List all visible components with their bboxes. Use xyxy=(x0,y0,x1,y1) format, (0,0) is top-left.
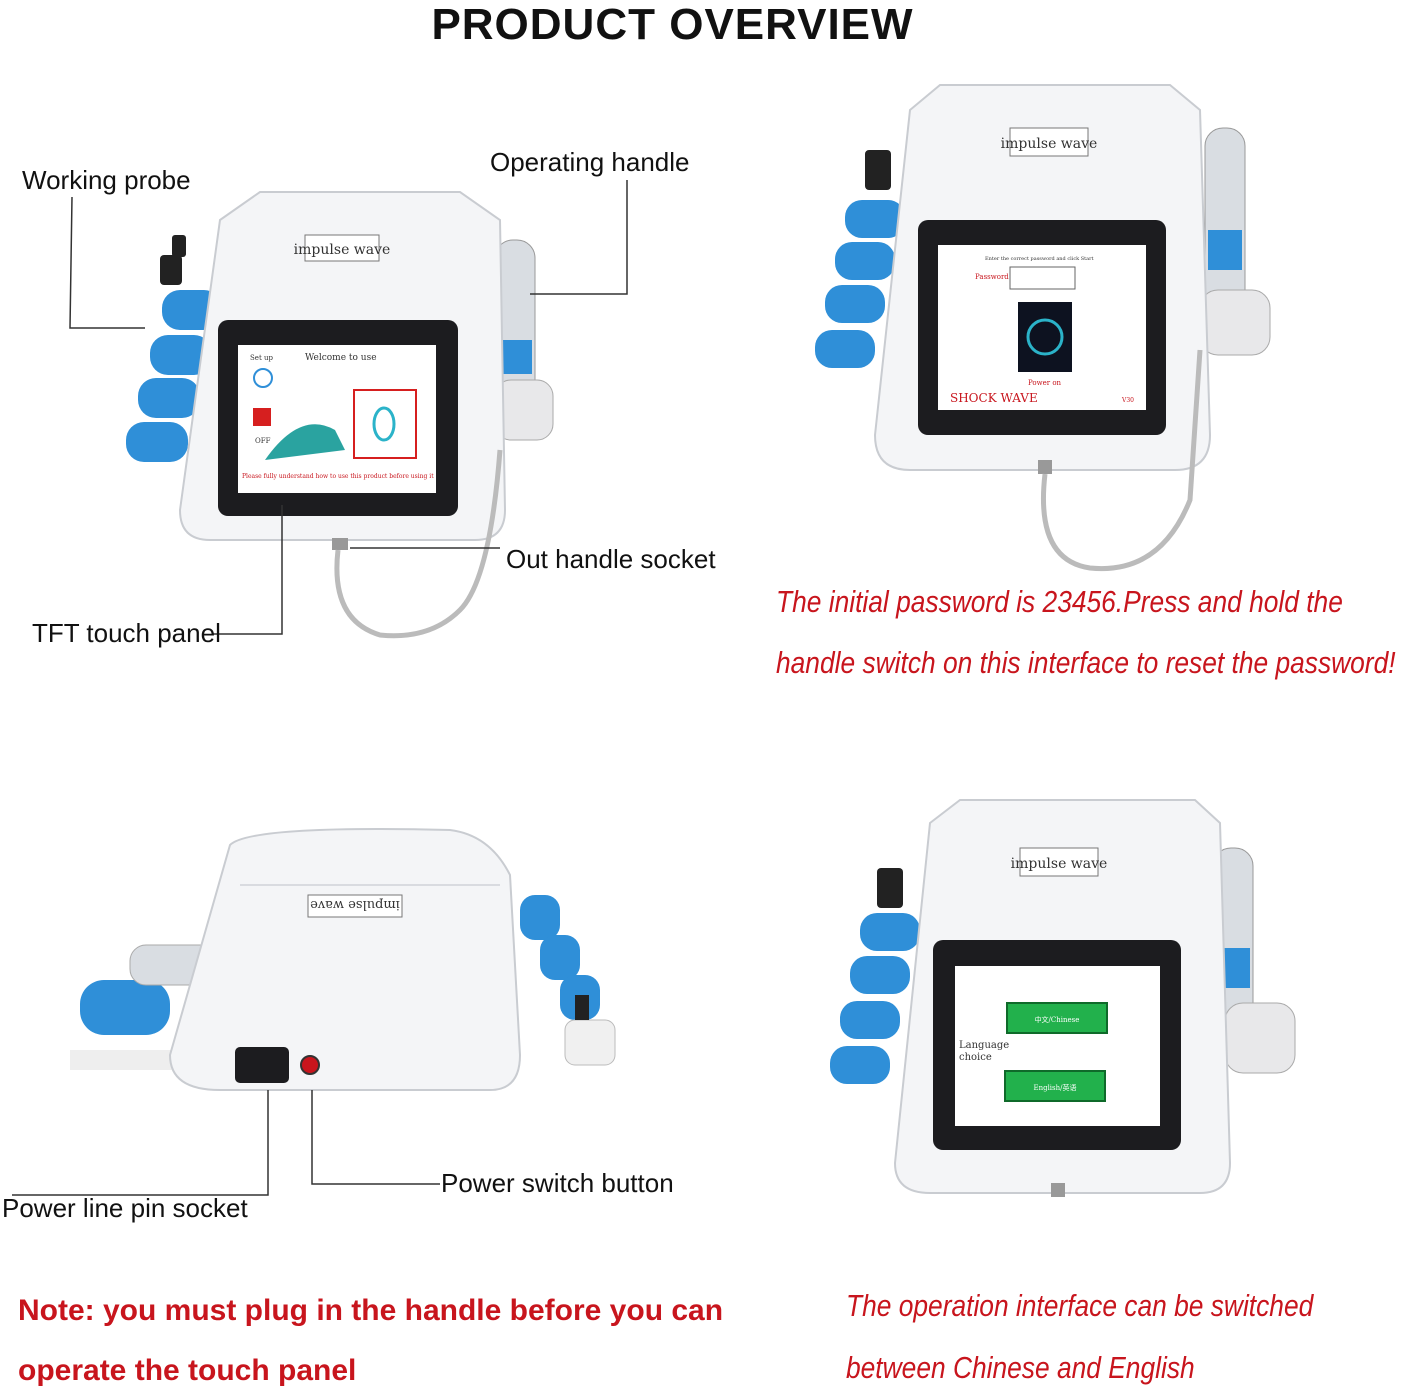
brand-label: impulse wave xyxy=(294,242,391,258)
screen-version: V30 xyxy=(1121,397,1134,404)
screen-off: OFF xyxy=(255,437,271,445)
brand-label: impulse wave xyxy=(1001,136,1098,152)
password-note-line1: The initial password is 23456.Press and … xyxy=(776,584,1343,619)
note-line1: Note: you must plug in the handle before… xyxy=(18,1294,724,1327)
screen-prompt: Enter the correct password and click Sta… xyxy=(985,256,1094,262)
device-password-screen: impulse wave Enter the correct password … xyxy=(815,84,1271,572)
screen-notice: Please fully understand how to use this … xyxy=(242,473,434,480)
screen-choice: choice xyxy=(959,1052,992,1063)
probe-cups xyxy=(830,868,920,1084)
note-line2: operate the touch panel xyxy=(18,1354,357,1387)
chinese-button xyxy=(1006,1002,1108,1034)
screen-power-on: Power on xyxy=(1028,379,1062,387)
screen-language: Language xyxy=(959,1040,1009,1051)
screen-password-label: Password xyxy=(975,273,1009,281)
screen-welcome: Welcome to use xyxy=(305,353,377,363)
callout-power-switch-button: Power switch button xyxy=(441,1168,674,1198)
callout-working-probe: Working probe xyxy=(22,165,191,195)
operating-handle xyxy=(1199,127,1271,356)
panel1-leader-lines xyxy=(69,180,628,635)
callout-operating-handle: Operating handle xyxy=(490,147,690,177)
probe-cups-right xyxy=(520,895,616,1066)
password-note-line2: handle switch on this interface to reset… xyxy=(776,645,1396,680)
screen-shock-wave: SHOCK WAVE xyxy=(950,391,1038,405)
callout-power-line-pin-socket: Power line pin socket xyxy=(2,1193,248,1223)
screen-setup: Set up xyxy=(250,354,273,362)
screen-chinese: 中文/Chinese xyxy=(1035,1015,1080,1024)
brand-label: impulse wave xyxy=(1011,856,1108,872)
language-note-line1: The operation interface can be switched xyxy=(846,1288,1314,1323)
power-switch-button xyxy=(300,1055,320,1075)
brand-label-flipped: impulse wave xyxy=(310,897,400,912)
language-note-line2: between Chinese and English xyxy=(846,1350,1195,1385)
power-line-pin-socket xyxy=(235,1047,289,1083)
page-title: PRODUCT OVERVIEW xyxy=(431,0,914,49)
callout-out-handle-socket: Out handle socket xyxy=(506,544,716,574)
operating-handle xyxy=(494,239,554,441)
callout-tft-touch-panel: TFT touch panel xyxy=(32,618,221,648)
panel3-leader-lines xyxy=(12,1090,440,1196)
device-front-view: impulse wave Set up Welcome to use OFF P… xyxy=(126,191,554,639)
probe-cups xyxy=(815,150,905,368)
screen-english: English/英语 xyxy=(1033,1083,1076,1092)
device-back-view: impulse wave xyxy=(70,828,616,1091)
device-language-screen: impulse wave 中文/Chinese English/英语 Langu… xyxy=(830,799,1296,1197)
english-button xyxy=(1004,1070,1106,1102)
